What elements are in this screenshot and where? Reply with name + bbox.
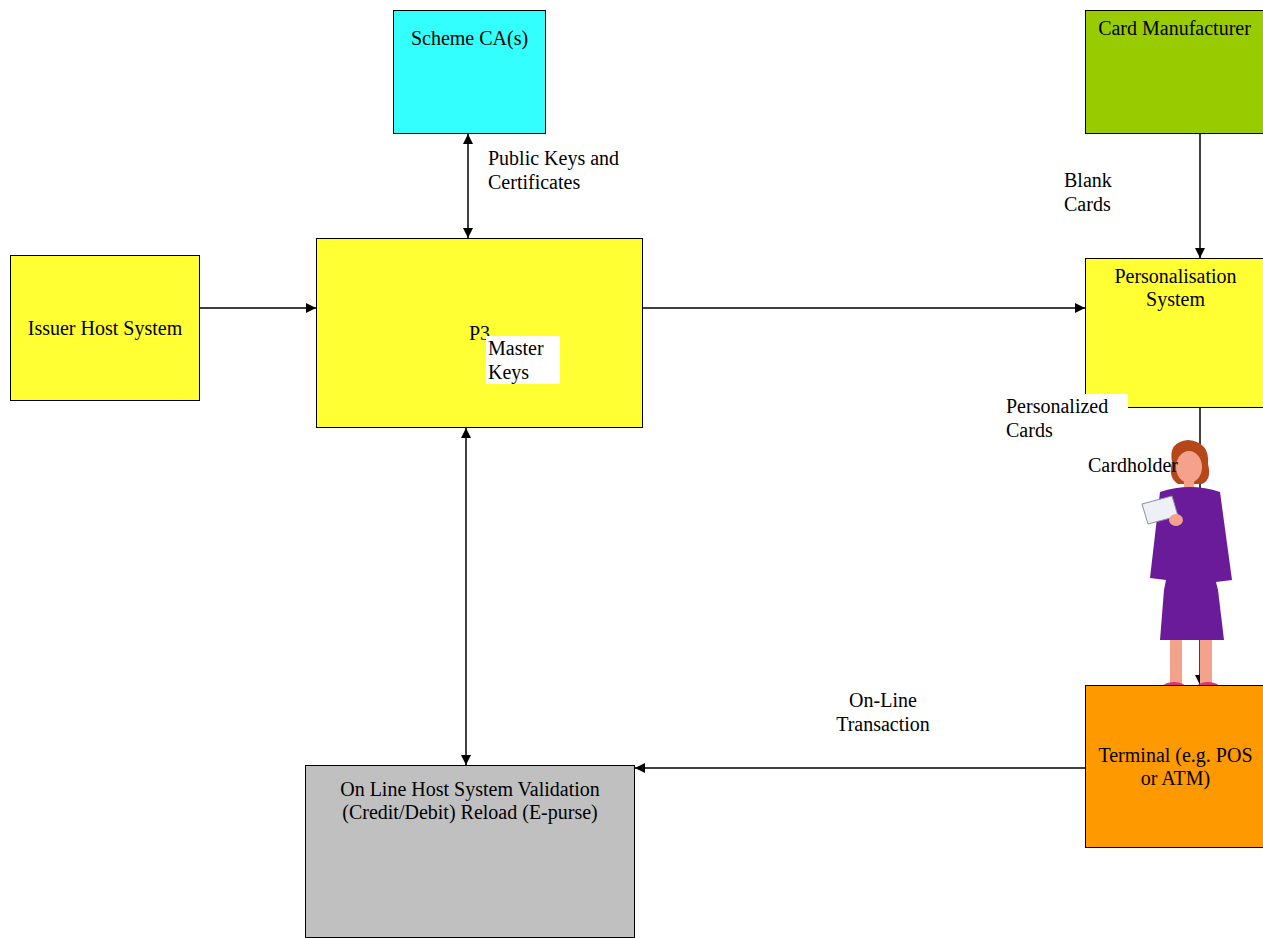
node-text: Card Manufacturer (1098, 17, 1251, 40)
ca-box: Scheme CA(s) (393, 10, 546, 134)
connector-arrow (200, 307, 316, 309)
connector-arrow (635, 767, 1085, 769)
figure-label: Cardholder (1086, 453, 1180, 477)
manufacturer-box: Card Manufacturer (1085, 10, 1263, 134)
edge-label: On-Line Transaction (806, 688, 960, 736)
process-box: Issuer Host System (10, 255, 200, 401)
connector-arrow (465, 428, 467, 765)
node-text: On Line Host System Validation (Credit/D… (313, 778, 627, 824)
node-text: Terminal (e.g. POS or ATM) (1094, 744, 1258, 790)
edge-label: Public Keys and Certificates (486, 146, 676, 194)
connector-arrow (467, 134, 469, 238)
edge-label: Blank Cards (1062, 168, 1126, 216)
node-text: Issuer Host System (28, 317, 182, 340)
connector-arrow (643, 307, 1085, 309)
edge-label: Master Keys (486, 336, 560, 384)
process-box: P3 (316, 238, 643, 428)
terminal-box: Terminal (e.g. POS or ATM) (1085, 685, 1263, 848)
cardholder-figure (1120, 440, 1260, 700)
process-box: Personalisation System (1085, 258, 1263, 408)
host-box: On Line Host System Validation (Credit/D… (305, 765, 635, 938)
node-text: Personalisation System (1094, 265, 1258, 311)
edge-label: Personalized Cards (1004, 394, 1128, 442)
connector-arrow (1199, 134, 1201, 258)
node-text: Scheme CA(s) (411, 27, 528, 50)
